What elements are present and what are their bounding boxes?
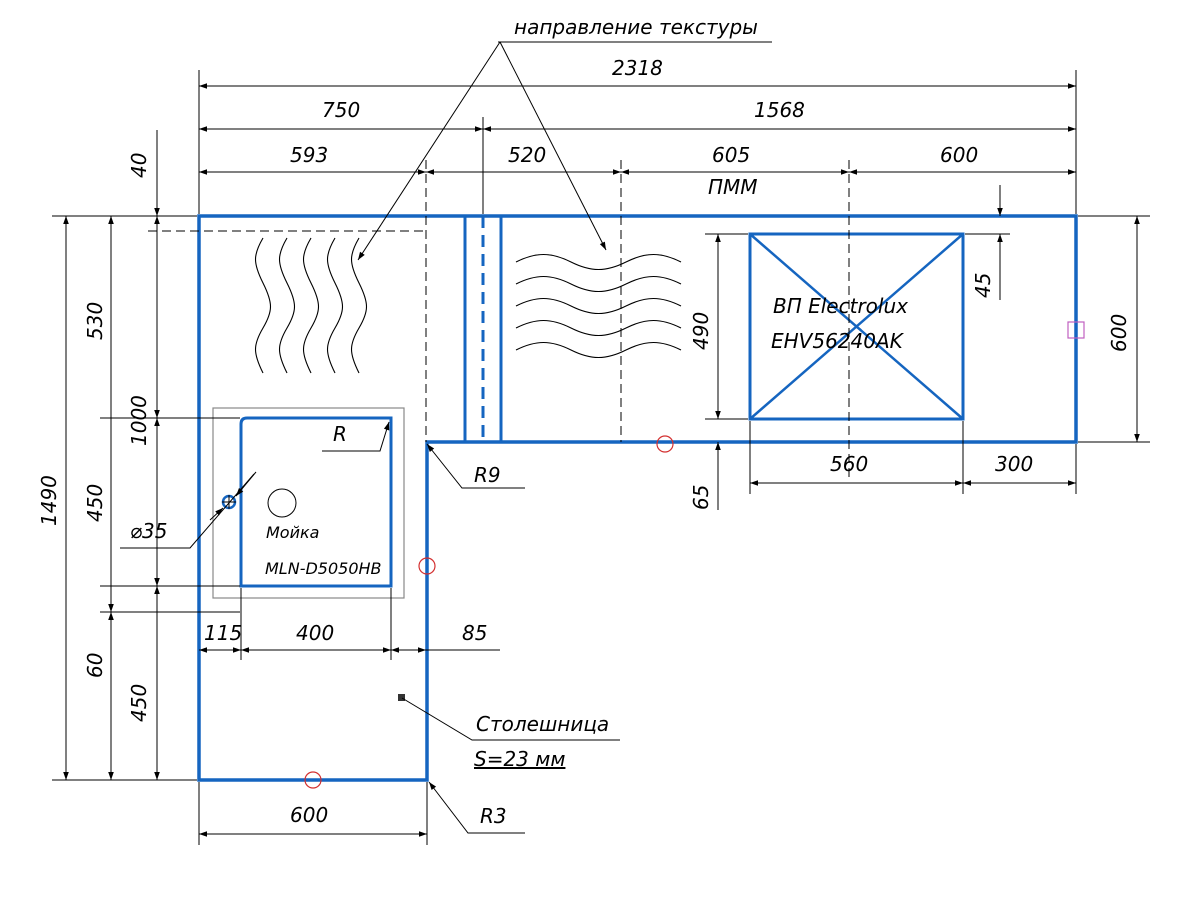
joint-strip (463, 216, 503, 442)
dim-530: 530 (83, 302, 107, 340)
dim-40: 40 (127, 153, 151, 178)
texture-waves-vertical (254, 237, 368, 374)
radius-r3-label: R3 (480, 804, 507, 828)
dim-605: 605 (712, 143, 750, 167)
dim-115: 115 (204, 621, 242, 645)
sink-radius-label: R (333, 422, 347, 446)
texture-waves-horizontal (515, 253, 682, 359)
dim-600-top: 600 (940, 143, 978, 167)
dim-1490: 1490 (37, 475, 61, 526)
sink-label-line2: MLN-D5050HB (265, 559, 382, 578)
dim-600-right: 600 (1107, 314, 1131, 352)
edge-marker-square (1067, 321, 1085, 339)
dim-400: 400 (296, 621, 334, 645)
dim-560: 560 (830, 452, 868, 476)
dim-45: 45 (971, 273, 995, 298)
edge-marker (656, 435, 674, 453)
hole-diameter-label: ⌀35 (130, 519, 168, 543)
dim-450-mid: 450 (83, 484, 107, 522)
dim-450-low: 450 (127, 684, 151, 722)
dim-600-bottom: 600 (290, 803, 328, 827)
sink-bowl (239, 416, 393, 588)
texture-direction-label: направление текстуры (514, 15, 758, 39)
worktop-name-label: Столешница (476, 712, 609, 736)
dim-60: 60 (83, 653, 107, 678)
dim-300: 300 (995, 452, 1033, 476)
sink-cutout-outer (212, 407, 405, 599)
worktop-thickness-label: S=23 мм (474, 747, 565, 771)
dim-490: 490 (689, 312, 713, 350)
worktop-outline (197, 214, 1078, 782)
dim-1568: 1568 (754, 98, 805, 122)
dim-520: 520 (508, 143, 546, 167)
edge-marker (304, 771, 322, 789)
drain-icon (267, 488, 297, 518)
radius-r9-label: R9 (474, 463, 501, 487)
dim-85: 85 (462, 621, 487, 645)
edge-marker (418, 557, 436, 575)
dim-65: 65 (689, 485, 713, 510)
dim-750: 750 (322, 98, 360, 122)
dim-2318: 2318 (612, 56, 663, 80)
hob-label-line2: EHV56240AK (771, 329, 905, 353)
sink-label-line1: Мойка (266, 523, 319, 542)
hob-label-line1: ВП Electrolux (773, 294, 908, 318)
dim-593: 593 (290, 143, 328, 167)
dim-1000: 1000 (127, 395, 151, 446)
pmm-label: ПММ (708, 175, 758, 199)
hob-outline (748, 232, 965, 421)
worktop-marker (398, 694, 405, 701)
